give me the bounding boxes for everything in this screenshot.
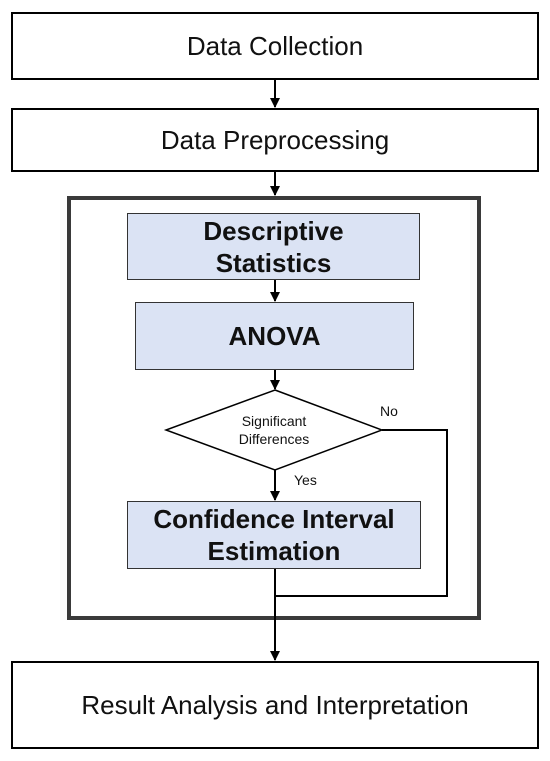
confidence-interval-box: Confidence Interval Estimation (127, 501, 421, 569)
descriptive-statistics-box: Descriptive Statistics (127, 213, 420, 280)
no-branch-line (275, 429, 448, 597)
decision-label-line1: Significant (242, 413, 307, 429)
data-preprocessing-label: Data Preprocessing (160, 124, 390, 155)
confidence-interval-label-line1: Confidence Interval (153, 504, 395, 534)
decision-label-line2: Differences (239, 431, 310, 447)
significant-differences-decision (163, 389, 385, 471)
anova-label: ANOVA (228, 321, 321, 351)
yes-edge-label: Yes (294, 472, 317, 488)
descriptive-statistics-label-line1: Descriptive (203, 215, 344, 246)
data-collection-box: Data Collection (11, 12, 539, 80)
result-analysis-label: Result Analysis and Interpretation (81, 689, 469, 720)
descriptive-statistics-label-line2: Statistics (215, 247, 332, 278)
anova-box: ANOVA (135, 302, 414, 370)
data-collection-label: Data Collection (186, 30, 364, 61)
no-edge-label: No (380, 403, 398, 419)
result-analysis-box: Result Analysis and Interpretation (11, 661, 539, 749)
confidence-interval-label-line2: Estimation (207, 536, 341, 566)
data-preprocessing-box: Data Preprocessing (11, 108, 539, 172)
